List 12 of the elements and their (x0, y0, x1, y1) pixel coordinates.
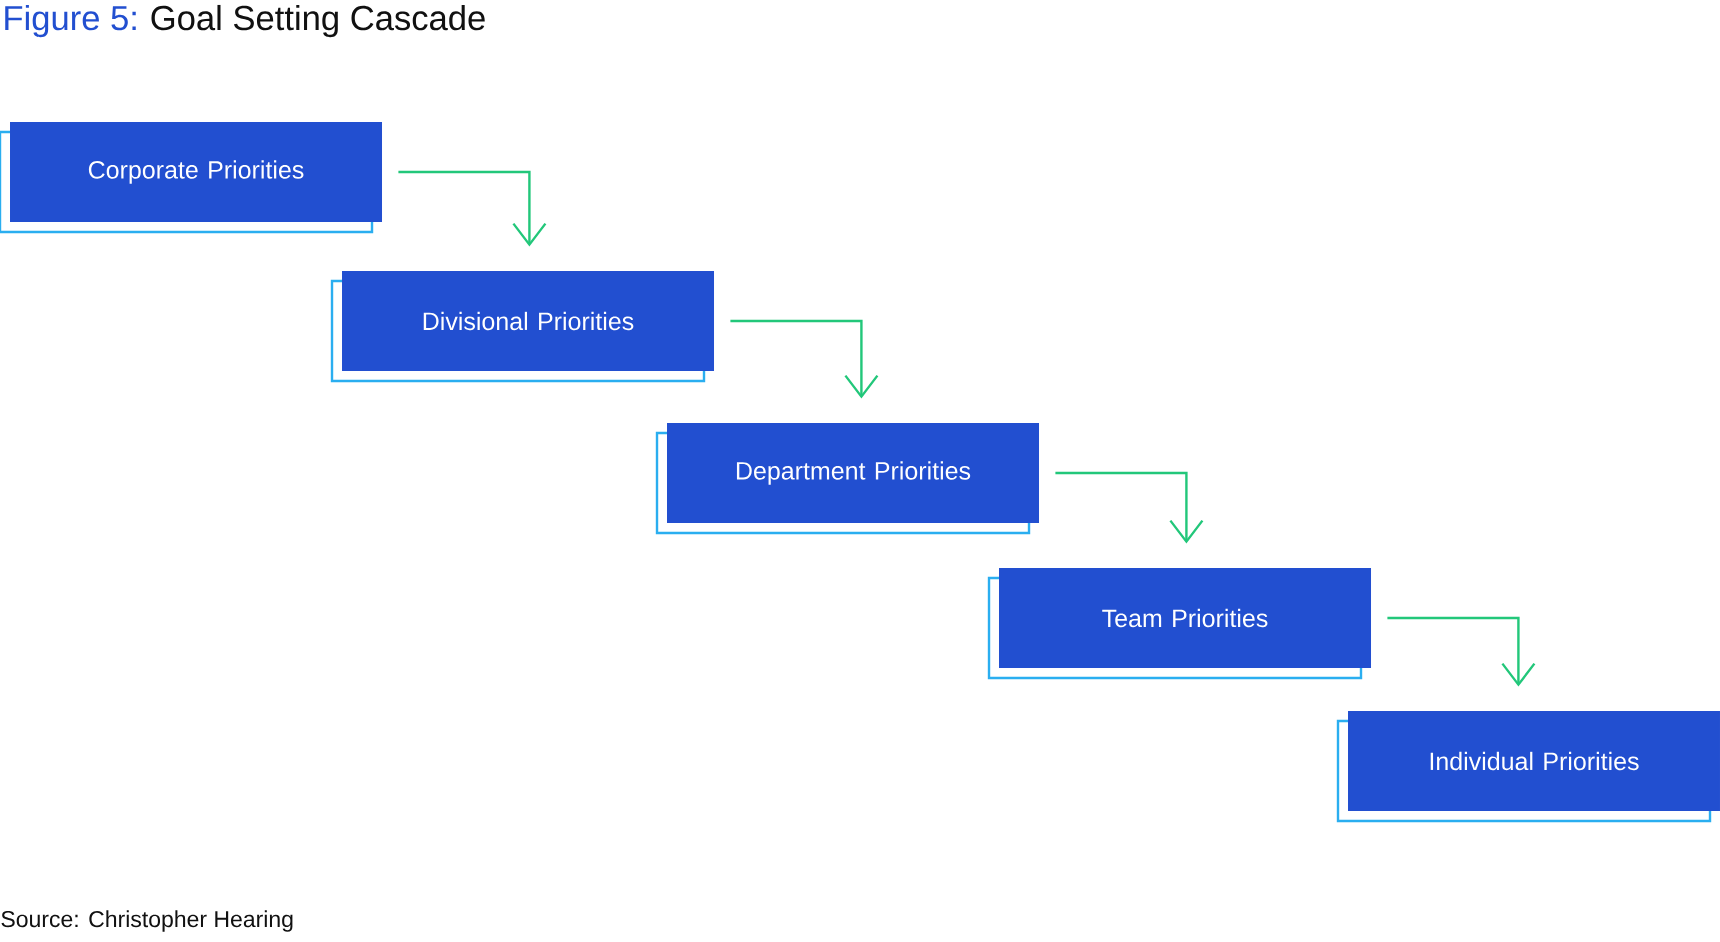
source-note: Source: Christopher Hearing (1, 910, 293, 932)
figure-title: Goal Setting Cascade (151, 4, 485, 38)
figure-number: Figure 5: (5, 4, 136, 38)
arrow (730, 319, 879, 399)
process-box: Divisional Priorities (342, 271, 714, 371)
process-box: Individual Priorities (1348, 711, 1720, 811)
arrow (1387, 616, 1536, 687)
arrow (1055, 471, 1204, 544)
process-box: Corporate Priorities (10, 122, 382, 222)
process-box: Department Priorities (667, 423, 1039, 523)
arrow (398, 170, 547, 247)
process-box: Team Priorities (999, 568, 1371, 668)
